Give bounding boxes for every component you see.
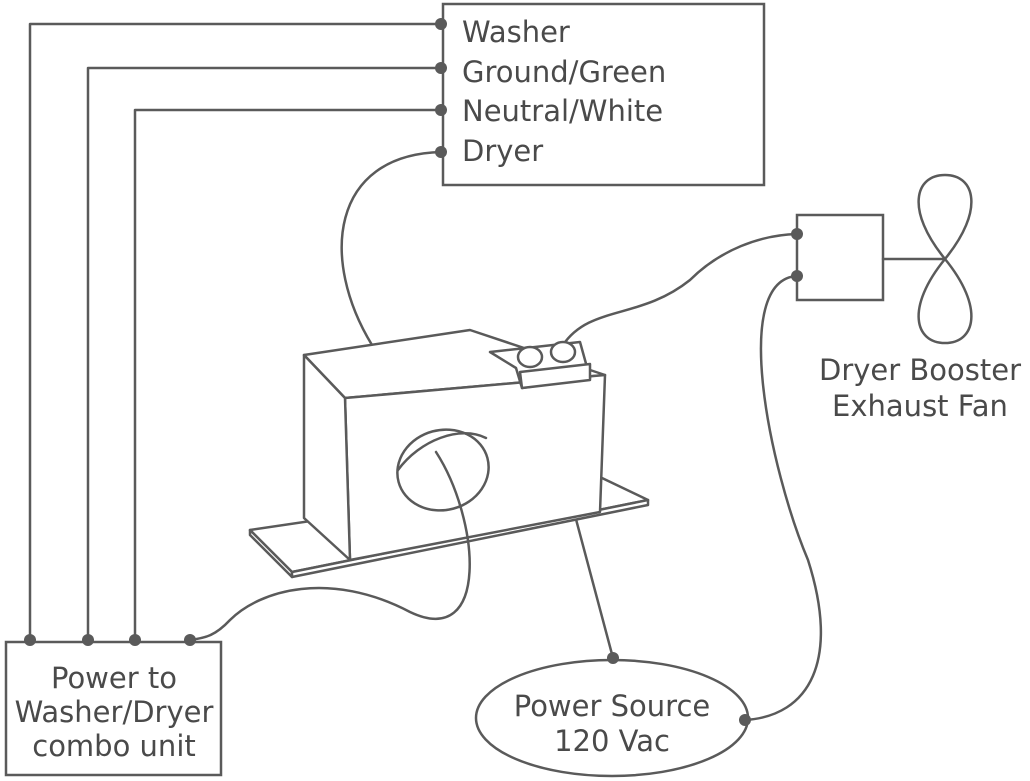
combo-label-line1: Power to: [51, 661, 177, 695]
fan-label-line2: Exhaust Fan: [832, 389, 1008, 423]
dot-power-top: [607, 652, 619, 664]
terminal-right: [549, 340, 577, 364]
combo-unit-box: [4, 640, 223, 777]
dot-combo-3: [129, 634, 141, 646]
panel-label-washer: Washer: [462, 15, 570, 49]
dot-fan-top: [791, 228, 803, 240]
fan-label-line1: Dryer Booster: [819, 353, 1021, 387]
panel-label-ground: Ground/Green: [462, 55, 666, 89]
wire-neutral: [133, 108, 443, 642]
dot-panel-ground: [435, 62, 447, 74]
wire-sensor-fan: [561, 232, 799, 347]
dot-combo-1: [24, 634, 36, 646]
wire-fan-power: [743, 274, 823, 722]
fan-box: [795, 213, 885, 302]
dot-power-right: [739, 714, 751, 726]
panel-label-neutral: Neutral/White: [462, 94, 663, 128]
combo-label-line3: combo unit: [32, 729, 196, 763]
panel-label-dryer: Dryer: [462, 134, 543, 168]
power-label-line1: Power Source: [514, 689, 711, 723]
wire-washer: [28, 22, 443, 642]
dot-panel-dryer: [435, 146, 447, 158]
dot-fan-bottom: [791, 270, 803, 282]
dot-combo-2: [82, 634, 94, 646]
dot-panel-washer: [435, 18, 447, 30]
current-sensor: [248, 328, 650, 579]
wire-ground: [86, 66, 443, 642]
dot-combo-4: [184, 634, 196, 646]
power-label-line2: 120 Vac: [554, 724, 670, 758]
fan-icon: [917, 173, 973, 345]
wire-dryer-panel: [340, 150, 443, 347]
connection-dots: [24, 18, 803, 726]
wire-dryer-combo: [188, 450, 471, 642]
terminal-left: [516, 345, 544, 369]
dot-panel-neutral: [435, 104, 447, 116]
combo-label-line2: Washer/Dryer: [15, 695, 214, 729]
panel-box: [441, 2, 766, 187]
